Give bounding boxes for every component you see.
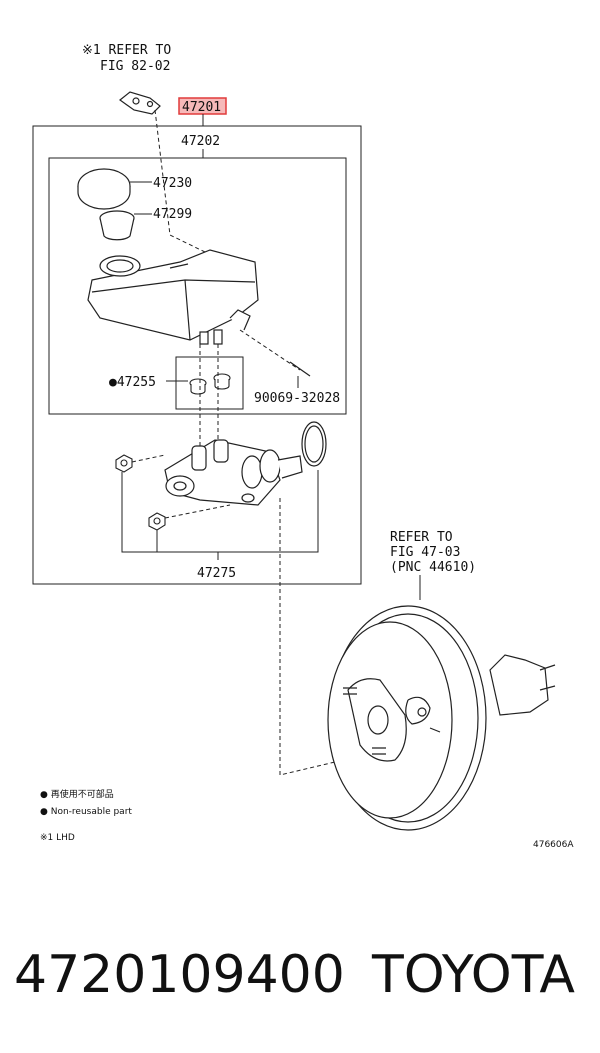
reservoir-tank-icon [87, 249, 259, 345]
brake-booster-icon [327, 605, 556, 831]
legend-line2: ● Non-reusable part [40, 807, 132, 817]
part-47275[interactable]: 47275 [197, 566, 236, 581]
legend-line1: ● 再使用不可部品 [40, 788, 114, 800]
reservoir-cap-icon [77, 168, 131, 210]
outer-assembly-box [32, 125, 362, 585]
inner-reservoir-box [48, 157, 347, 415]
right-ref-line3: (PNC 44610) [390, 560, 476, 575]
bracket-clip-icon [119, 91, 161, 115]
nut-icon [115, 454, 166, 531]
part-47230[interactable]: 47230 [153, 176, 192, 191]
grommet-icon [189, 373, 231, 395]
strainer-icon [99, 210, 135, 241]
right-ref-line1: REFER TO [390, 530, 453, 545]
footer-part-number: 4720109400 [14, 945, 345, 1005]
master-cylinder-icon [164, 421, 327, 506]
legend-note: ※1 LHD [40, 833, 75, 843]
footer: 4720109400 TOYOTA [0, 940, 600, 1030]
part-47299[interactable]: 47299 [153, 207, 192, 222]
part-47201[interactable]: 47201 [182, 100, 221, 115]
top-ref-line1: ※1 REFER TO [82, 43, 171, 58]
part-47202[interactable]: 47202 [181, 134, 220, 149]
part-90069-32028[interactable]: 90069-32028 [254, 391, 340, 406]
grommet-box [175, 356, 244, 410]
parts-diagram: ※1 REFER TO FIG 82-02 47201 47202 47230 … [32, 43, 574, 850]
figure-code: 476606A [533, 840, 574, 850]
top-ref-line2: FIG 82-02 [100, 59, 170, 74]
footer-brand: TOYOTA [372, 945, 575, 1005]
right-ref-line2: FIG 47-03 [390, 545, 460, 560]
part-47255[interactable]: ●47255 [109, 375, 156, 390]
